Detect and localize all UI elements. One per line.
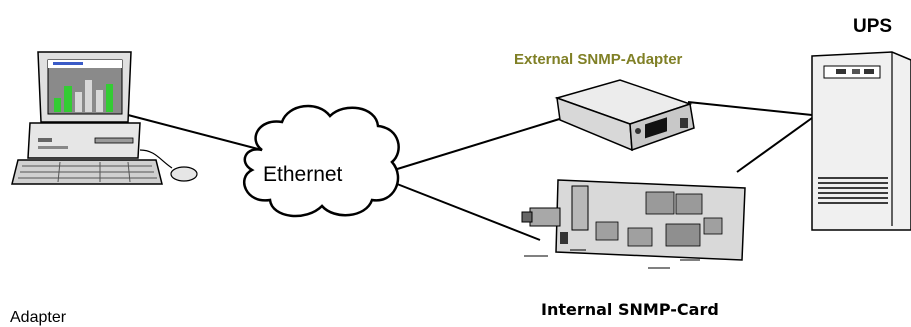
ups-label: UPS <box>853 16 893 37</box>
line-computer-ethernet <box>127 114 263 151</box>
line-adapter-ups <box>687 101 813 116</box>
network-diagram <box>11 51 911 269</box>
ethernet-label: Ethernet <box>263 163 343 186</box>
line-ethernet-card <box>391 181 541 241</box>
internal-card-label: Internal SNMP-Card <box>541 300 719 319</box>
line-card-ups <box>736 117 813 173</box>
cropped-adapter-label: Adapter <box>10 309 67 326</box>
line-ethernet-adapter <box>393 116 567 171</box>
external-adapter-label: External SNMP-Adapter <box>514 51 683 68</box>
snmp-adapter-icon <box>554 79 695 152</box>
cloud-icon <box>242 104 400 218</box>
ups-icon <box>811 51 911 231</box>
computer-icon <box>11 51 198 185</box>
snmp-card-icon <box>521 179 746 269</box>
connection-lines <box>127 101 813 241</box>
